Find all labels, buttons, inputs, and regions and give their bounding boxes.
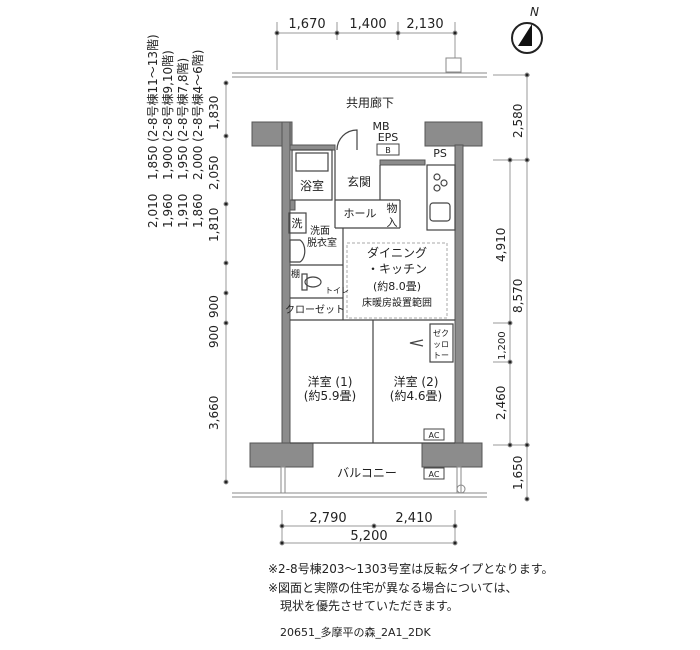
left-dim-col4-a: 1,860 [191,194,205,228]
ac-box-balcony [423,467,445,480]
toilet-label: トイレ [325,286,349,295]
left-dim-col1-a: 2,010 [146,194,160,228]
bottom-dimension-lines [279,510,458,546]
right-dim-8570: 8,570 [511,279,525,313]
dressing-label-1: 洗面 [310,225,330,237]
left-dim-900-b: 900 [207,295,221,318]
dressing-label-2: 脱衣室 [307,236,337,249]
north-compass-icon: N [511,5,543,54]
note-2: ※図面と実際の住宅が異なる場合については、 [268,581,518,595]
right-dim-2460: 2,460 [494,386,508,420]
left-dim-col5-a: 1,810 [207,208,221,242]
dk-size: (約8.0畳) [373,279,421,293]
b-box [376,143,400,156]
bottom-dim-2790: 2,790 [309,511,346,526]
right-dimension-lines [493,72,530,502]
closet-label: クローゼット [285,304,345,316]
right-dim-2580: 2,580 [511,104,525,138]
shelf-label: 棚 [291,268,300,280]
left-dim-col1-b: 1,850 (2-8号棟11〜13階) [145,34,160,180]
room1-label: 洋室 (1) [308,374,353,389]
storage-label-2: 入 [387,216,398,229]
svg-text:N: N [530,5,539,19]
bath-label: 浴室 [300,178,324,193]
left-dim-3660: 3,660 [207,396,221,430]
right-dim-4910: 4,910 [494,228,508,262]
left-dim-col2-b: 1,900 (2-8号棟9,10階) [160,50,175,180]
dk-label-2: ・キッチン [367,262,427,276]
left-dim-col3-a: 1,910 [176,194,190,228]
left-dim-col4-b: 2,000 (2-8号棟4〜6階) [190,50,205,180]
corridor-rail [232,72,487,498]
mb-label: MB [372,120,389,133]
top-dim-1: 1,670 [288,17,325,32]
ac-box-room [423,428,445,441]
corridor-label: 共用廊下 [346,95,394,110]
top-dimensions [274,22,458,70]
closet2-label-3: トー [433,351,449,360]
room2-size: (約4.6畳) [390,388,442,403]
eps-label: EPS [378,131,399,144]
floor-heating-label: 床暖房設置範囲 [362,296,432,309]
room2-label: 洋室 (2) [394,374,439,389]
right-dim-1200: 1,200 [497,331,508,360]
left-dim-col3-b: 1,950 (2-8号棟7,8階) [175,58,190,180]
top-dim-3: 2,130 [406,17,443,32]
b-label: B [385,146,391,155]
walls [249,121,483,468]
balcony-posts [280,466,466,494]
left-dim-col5-c: 1,830 [207,96,221,130]
bottom-dim-2410: 2,410 [395,511,432,526]
left-dim-col5-b: 2,050 [207,156,221,190]
left-dim-900-a: 900 [207,325,221,348]
storage-label-1: 物 [387,201,398,215]
ac-label-balcony: AC [429,470,440,479]
ps-label: PS [433,147,447,160]
closet2-label-1: ゼク [433,328,449,338]
hall-label: ホール [344,207,377,220]
note-3: 現状を優先させていただきます。 [268,599,459,613]
note-1: ※2-8号棟203〜1303号室は反転タイプとなります。 [268,562,554,576]
room1-size: (約5.9畳) [304,388,356,403]
corridor-fixture-icon [445,57,462,73]
wash-label: 洗 [292,217,303,230]
balcony-label: バルコニー [337,466,397,480]
interior-partitions [288,129,456,444]
left-dimension-line [223,80,229,485]
closet2-label-2: ッロ [433,340,449,349]
plan-id-footer: 20651_多摩平の森_2A1_2DK [280,626,431,639]
ac-label-room: AC [429,431,440,440]
left-dim-col2-a: 1,960 [161,194,175,228]
dk-label-1: ダイニング [367,245,427,260]
bottom-dim-5200: 5,200 [350,529,387,544]
floor-heating-area [346,242,448,319]
right-dim-1650: 1,650 [511,456,525,490]
top-dim-2: 1,400 [349,17,386,32]
entrance-label: 玄関 [347,174,371,189]
